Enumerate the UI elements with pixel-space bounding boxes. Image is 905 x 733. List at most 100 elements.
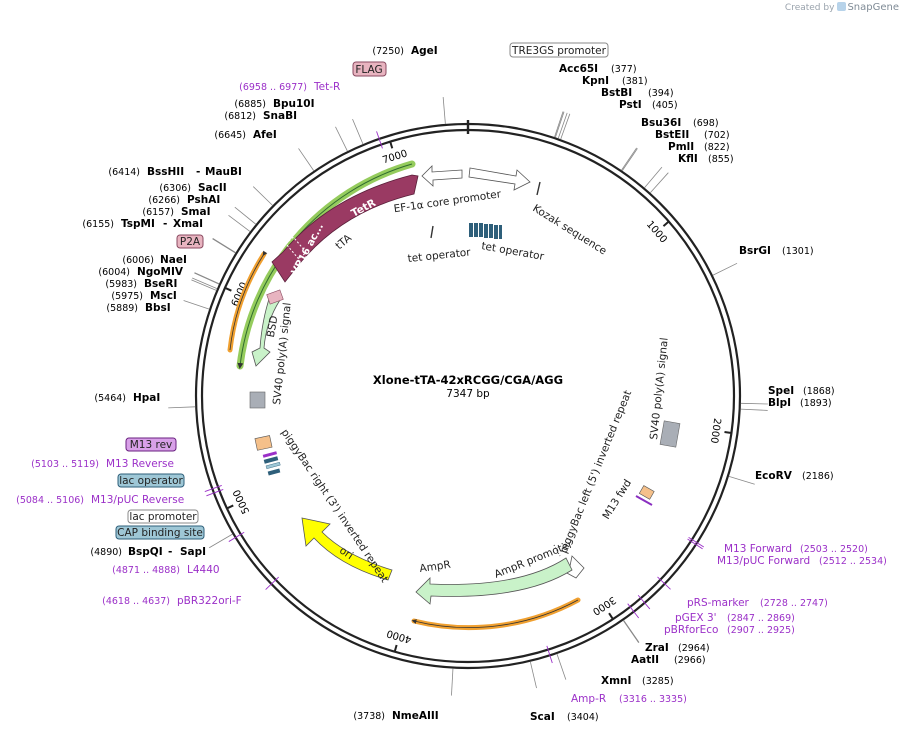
primer-mark[interactable] [688,536,705,548]
site-leader-line [234,206,257,225]
snapgene-logo-icon [837,2,847,11]
site-name-xmai: XmaI [173,218,203,230]
site-pos-ngomiv: (6004) [98,267,130,278]
site-name-smai: SmaI [181,206,211,218]
m13-fwd-mark[interactable] [635,495,653,506]
site-name-pmli: PmlI [668,141,694,153]
site-name-sapi: SapI [180,546,206,558]
site-name-psti: PstI [619,99,642,111]
ef1a-arrow-right[interactable] [468,167,531,191]
site-leader-line [621,147,637,171]
site-leader-line [555,111,565,138]
site-pos-ecorv: (2186) [802,471,834,482]
site-name-bsteii: BstEII [655,129,689,141]
tet-operator-array[interactable] [469,223,502,239]
plasmid-name: Xlone-tTA-42xRCGG/CGA/AGG [373,373,563,387]
piggybac-left-box[interactable] [638,485,655,500]
site-pos-psti: (405) [652,100,678,111]
primer-mark[interactable] [376,131,383,149]
orange-feature-bottom-arrow[interactable] [411,599,579,628]
tick-mark [608,612,614,620]
lac-operator-label: lac operator [119,475,183,487]
tetr-arrow[interactable] [271,174,419,283]
site-pos-bstbi: (394) [648,88,674,99]
tick-label: 3000 [590,594,617,617]
site-name-hpai: HpaI [133,392,160,404]
features [227,160,681,631]
site-pos-tspmi: (6155) [82,219,114,230]
tick-mark [226,504,234,510]
site-name-bbsi: BbsI [145,302,171,314]
piggybac-left-label: piggyBac left (5') inverted repeat [558,389,635,555]
primer-name-tetr: Tet-R [313,81,340,93]
tet-operator-label-1: tet operator [407,246,472,265]
ef1a-arrow-left[interactable] [421,165,463,187]
site-pos-spei: (1868) [803,386,835,397]
vp16-dashed-box[interactable] [285,236,307,260]
site-leader-line [252,186,273,206]
site-pos-nmeaiii: (3738) [353,711,385,722]
site-pos-bbsi: (5889) [106,303,138,314]
primer-mark[interactable] [228,531,245,542]
site-pos-agei: (7250) [372,46,404,57]
orange-feature-bottom[interactable] [411,597,581,631]
sv40-left-box[interactable] [249,391,266,409]
site-name-bsrgi: BsrGI [739,245,771,257]
site-pos-zrai: (2964) [678,643,710,654]
ampr-arrow[interactable] [415,557,573,605]
primer-mark[interactable] [206,488,224,497]
primer-mark[interactable] [687,538,703,550]
site-leader-line [451,668,454,696]
site-leader-line [209,533,233,549]
flag-label: FLAG [355,64,382,76]
site-name-aatii: AatII [631,654,659,666]
site-pos-bsteii: (702) [704,130,730,141]
primer-mark[interactable] [637,594,651,610]
site-pos-bsu36i: (698) [693,118,719,129]
ori-arrow[interactable] [301,517,393,581]
site-leader-line [557,112,568,139]
site-leader-line [212,238,236,253]
site-name-spei: SpeI [768,385,794,397]
site-name-ngomiv: NgoMIV [137,266,184,278]
site-name-acc65i: Acc65I [559,63,598,75]
site-name-blpi: BlpI [768,397,791,409]
primer-mark[interactable] [546,645,553,664]
site-leader-line [560,113,571,140]
sv40-right-box[interactable] [659,420,681,448]
primer-mark[interactable] [627,603,640,619]
site-pos-bpu10i: (6885) [234,99,266,110]
site-pos-blpi: (1893) [800,398,832,409]
primer-range-m13puc-forward: (2512 .. 2534) [819,556,887,567]
primer-range-l4440: (4871 .. 4888) [112,565,180,576]
lac-cluster[interactable] [262,451,281,476]
tick-label: 4000 [385,627,412,645]
site-leader-line [183,300,210,310]
site-pos-snabi: (6812) [224,111,256,122]
site-name-bpu10i: Bpu10I [273,98,315,110]
bsd-pink-box[interactable] [266,289,284,305]
tick-mark [724,431,732,435]
site-name-kpni: KpnI [582,75,609,87]
primer-mark[interactable] [657,576,671,590]
kozak-bar[interactable] [536,181,541,196]
site-leader-line [622,620,639,643]
primer-mark[interactable] [204,484,222,492]
site-leader-line [191,279,217,291]
primer-range-tetr: (6958 .. 6977) [239,82,307,93]
site-pos-bseri: (5983) [105,279,137,290]
orange-feature-left-arrow[interactable] [229,250,268,351]
bsd-arrow[interactable] [251,295,281,367]
primer-mark[interactable] [265,576,279,590]
tick-label: 5000 [232,488,253,516]
bsd-label: BSD [265,315,281,339]
site-pos-smai: (6157) [142,207,174,218]
site-dash-bsshii: - [196,166,200,178]
site-pos-naei: (6006) [122,255,154,266]
site-name-afei: AfeI [253,129,277,141]
ampr-promoter-arrow[interactable] [564,555,585,579]
primer-name-l4440: L4440 [187,564,220,576]
site-name-naei: NaeI [160,254,187,266]
tet-operator-bar-single[interactable] [430,225,434,239]
piggybac-right-box[interactable] [254,435,273,451]
